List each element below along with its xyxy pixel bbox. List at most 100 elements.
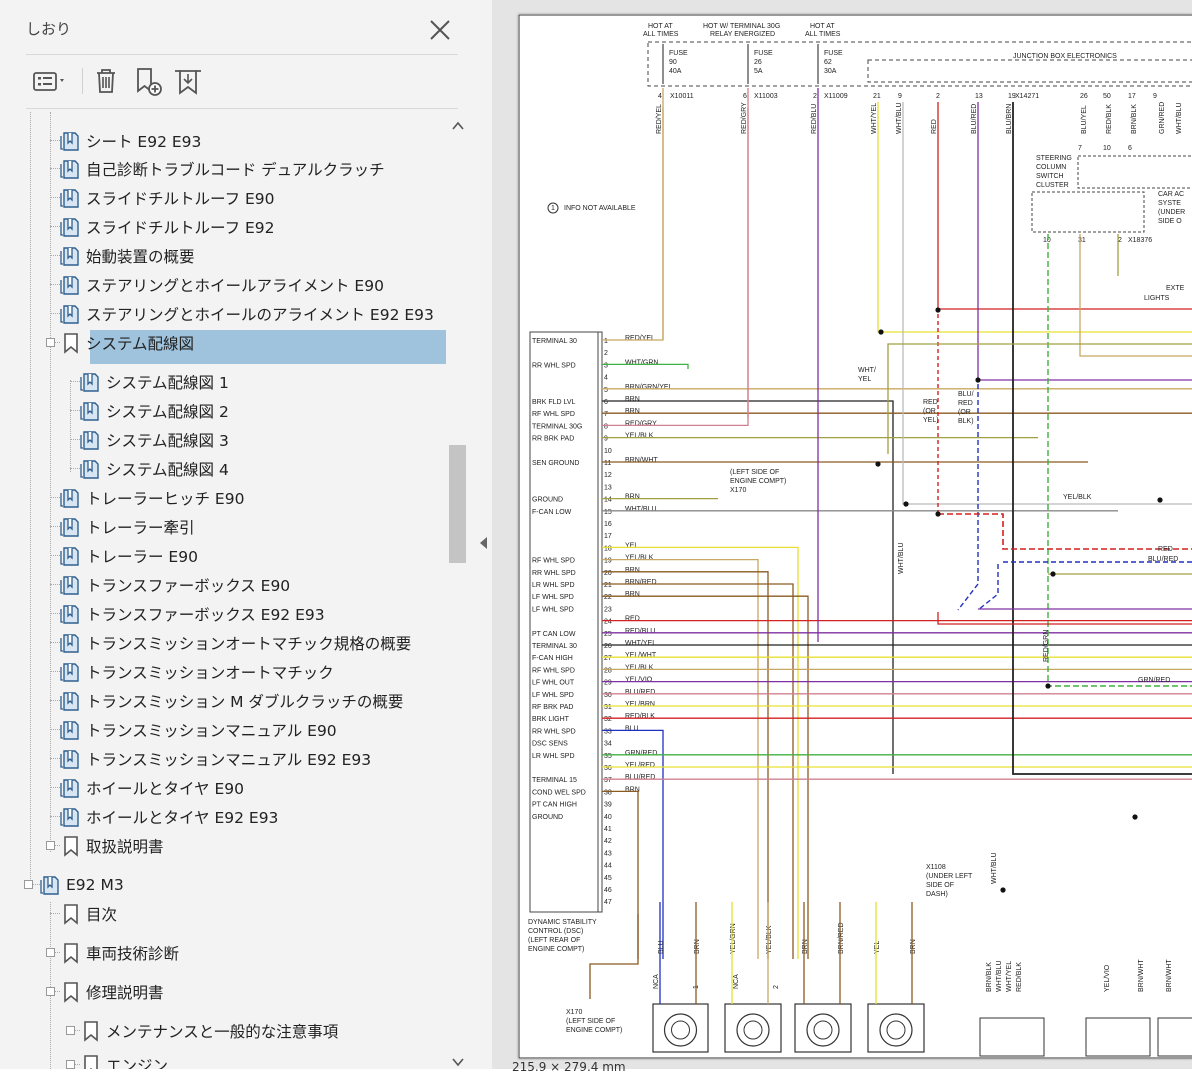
diagram-label: RED/GRY [625,420,657,427]
bookmark-item[interactable]: ホイールとタイヤ E90 [0,773,448,802]
expand-toggle[interactable] [46,948,55,957]
bookmark-item[interactable]: エンジン [0,1050,448,1069]
bookmark-item[interactable]: 取扱説明書 [0,831,448,860]
tree-connector [70,468,80,469]
bookmark-item[interactable]: スライドチルトルーフ E92 [0,212,448,241]
fuse-box [647,41,1192,87]
bookmark-item[interactable]: システム配線図 [0,328,448,357]
diagram-label: BRN/RED [838,922,845,954]
bookmark-item[interactable]: トランスミッション M ダブルクラッチの概要 [0,686,448,715]
tree-connector [50,313,60,314]
scrollbar-thumb[interactable] [449,445,466,563]
diagram-label: ENGINE COMPT) [730,478,786,485]
expand-toggle[interactable] [66,1026,75,1035]
diagram-label: RF BRK PAD [532,704,574,711]
bookmark-label: トレーラー E90 [86,547,198,566]
close-icon[interactable] [428,18,452,42]
diagram-label: YEL/GRN [730,923,737,954]
diagram-label: 26 [1080,93,1088,100]
bookmark-label: トランスミッションオートマチック [86,663,334,682]
diagram-label: (OR [923,408,936,415]
diagram-label: BRN/WHT [1138,959,1145,992]
diagram-label: BLU [658,940,665,954]
diagram-label: GROUND [532,814,563,821]
delete-bookmark-button[interactable] [88,62,124,100]
bookmark-item[interactable]: スライドチルトルーフ E90 [0,183,448,212]
bookmark-item[interactable]: トランスファーボックス E90 [0,570,448,599]
diagram-label: X14271 [1015,93,1039,100]
bookmark-item[interactable]: トランスミッションオートマチック [0,657,448,686]
tree-connector [28,884,40,885]
diagram-label: BRN [625,396,640,403]
wire [589,914,639,999]
wire [602,546,799,959]
new-bookmark-button[interactable] [130,62,166,100]
car-access [1031,191,1145,233]
bookmark-item[interactable]: メンテナンスと一般的な注意事項 [0,1016,448,1045]
bookmark-page-icon [80,458,102,480]
bookmark-item[interactable]: システム配線図 1 [0,367,448,396]
bookmark-item[interactable]: システム配線図 4 [0,454,448,483]
bookmark-item[interactable]: E92 M3 [0,870,448,899]
bookmark-item[interactable]: トレーラー牽引 [0,512,448,541]
bookmark-item[interactable]: トランスファーボックス E92 E93 [0,599,448,628]
expand-toggle[interactable] [66,1060,75,1069]
diagram-label: YEL/RED [625,762,655,769]
diagram-label: LF WHL SPD [532,606,574,613]
bookmark-item[interactable]: システム配線図 3 [0,425,448,454]
bookmark-item[interactable]: トレーラーヒッチ E90 [0,483,448,512]
diagram-label: INFO NOT AVAILABLE [564,205,636,212]
diagram-label: 1 [604,338,608,345]
bookmark-item[interactable]: 自己診断トラブルコード デュアルクラッチ [0,154,448,183]
bookmark-label: トランスミッション M ダブルクラッチの概要 [86,692,404,711]
diagram-label: 31 [604,704,612,711]
bookmark-item[interactable]: 始動装置の概要 [0,241,448,270]
diagram-label: RED [931,119,938,134]
bookmark-item[interactable]: シート E92 E93 [0,126,448,155]
diagram-label: STEERING [1036,155,1072,162]
bookmark-item[interactable]: ステアリングとホイールのアライメント E92 E93 [0,299,448,328]
scroll-up-icon [452,121,464,130]
diagram-label: YEL/VIO [1104,964,1111,992]
diagram-label: BRN/RED [625,579,657,586]
options-menu-button[interactable] [30,62,70,100]
diagram-label: LF WHL OUT [532,680,575,687]
panel-collapse-handle[interactable] [476,0,493,1069]
bookmark-item[interactable]: システム配線図 2 [0,396,448,425]
bookmark-item[interactable]: ホイールとタイヤ E92 E93 [0,802,448,831]
tree-connector [50,700,60,701]
bookmark-item[interactable]: 修理説明書 [0,977,448,1006]
bookmark-item[interactable]: トレーラー E90 [0,541,448,570]
expand-toggle[interactable] [24,880,33,889]
bookmark-item[interactable]: ステアリングとホイールアライメント E90 [0,270,448,299]
bookmark-from-selection-button[interactable] [170,62,206,100]
diagram-label: BLU/RED [971,104,978,134]
diagram-label: RED/BLK [625,713,655,720]
tree-scrollbar[interactable] [448,112,468,1069]
diagram-label: HOT AT [648,23,673,30]
bookmark-item[interactable]: トランスミッションオートマチック規格の概要 [0,628,448,657]
expand-toggle[interactable] [46,841,55,850]
bookmark-page-icon [60,748,82,770]
diagram-label: BLU/YEL [1081,105,1088,134]
bookmark-item[interactable]: 目次 [0,899,448,928]
bookmark-item[interactable]: 車両技術診断 [0,938,448,967]
tree-connector [70,381,80,382]
diagram-label: YEL [874,941,881,954]
diagram-label: PT CAN HIGH [532,802,577,809]
diagram-label: NCA [653,974,660,989]
diagram-label: RF WHL SPD [532,411,575,418]
expand-toggle[interactable] [46,338,55,347]
bookmark-page-icon [60,806,82,828]
sensor-coil [806,1013,840,1047]
bookmark-item[interactable]: トランスミッションマニュアル E92 E93 [0,744,448,773]
diagram-label: 1 [693,985,700,989]
bookmark-label: エンジン [106,1056,169,1070]
diagram-label: 62 [824,59,832,66]
diagram-label: TERMINAL 15 [532,777,577,784]
bookmark-item[interactable]: トランスミッションマニュアル E90 [0,715,448,744]
expand-toggle[interactable] [46,987,55,996]
bookmark-page-icon [60,487,82,509]
diagram-label: 2 [936,93,940,100]
